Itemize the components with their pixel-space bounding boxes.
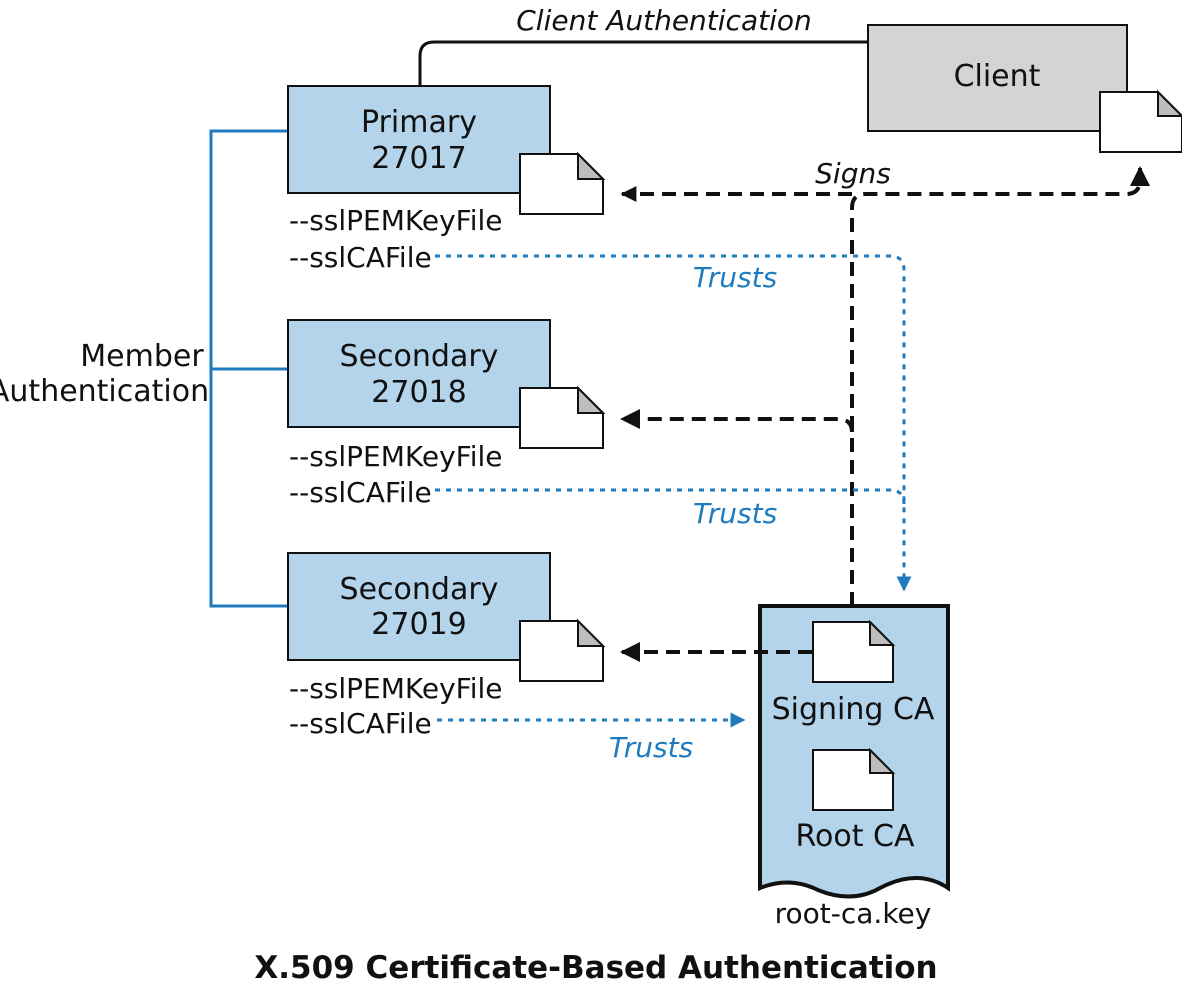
primary-node[interactable]: Primary 27017	[287, 85, 551, 194]
secondary-27019-pem-flag: --sslPEMKeyFile	[289, 672, 503, 705]
secondary-27019-node[interactable]: Secondary 27019	[287, 552, 551, 661]
root-ca-label: Root CA	[796, 819, 915, 854]
secondary-27018-port: 27018	[371, 375, 466, 410]
secondary-27019-port: 27019	[371, 607, 466, 642]
trusts-label-secondary-27018: Trusts	[693, 497, 777, 530]
trusts-connectors	[435, 254, 912, 728]
member-auth-bracket	[209, 129, 288, 608]
primary-cert-icon	[519, 151, 606, 215]
signing-ca-cert-icon	[812, 619, 896, 683]
member-auth-label-line1: Member	[80, 339, 204, 374]
client-node[interactable]: Client	[867, 24, 1128, 132]
ca-file[interactable]: Signing CA Root CA	[758, 604, 950, 899]
secondary-27018-node[interactable]: Secondary 27018	[287, 319, 551, 428]
client-auth-connector	[418, 40, 868, 86]
signs-connectors	[620, 166, 1150, 662]
secondary-27019-ca-flag: --sslCAFile	[289, 707, 432, 740]
member-auth-label-line2: Authentication	[0, 374, 209, 409]
trusts-label-primary: Trusts	[693, 261, 777, 294]
ca-filename: root-ca.key	[775, 897, 932, 930]
primary-label: Primary	[361, 105, 477, 140]
client-label: Client	[954, 59, 1041, 94]
client-cert-icon	[1099, 89, 1182, 153]
trusts-label-secondary-27019: Trusts	[609, 731, 693, 764]
secondary-27019-label: Secondary	[340, 572, 499, 607]
secondary-27018-pem-flag: --sslPEMKeyFile	[289, 440, 503, 473]
secondary-27018-ca-flag: --sslCAFile	[289, 476, 432, 509]
secondary-27019-cert-icon	[519, 618, 606, 682]
primary-pem-flag: --sslPEMKeyFile	[289, 204, 503, 237]
diagram-caption: X.509 Certificate-Based Authentication	[254, 950, 937, 986]
secondary-27018-cert-icon	[519, 385, 606, 449]
signing-ca-label: Signing CA	[772, 692, 935, 727]
secondary-27018-label: Secondary	[340, 339, 499, 374]
signs-label: Signs	[815, 157, 891, 190]
client-auth-label: Client Authentication	[516, 4, 812, 37]
primary-port: 27017	[371, 141, 466, 176]
root-ca-cert-icon	[812, 747, 896, 811]
primary-ca-flag: --sslCAFile	[289, 241, 432, 274]
